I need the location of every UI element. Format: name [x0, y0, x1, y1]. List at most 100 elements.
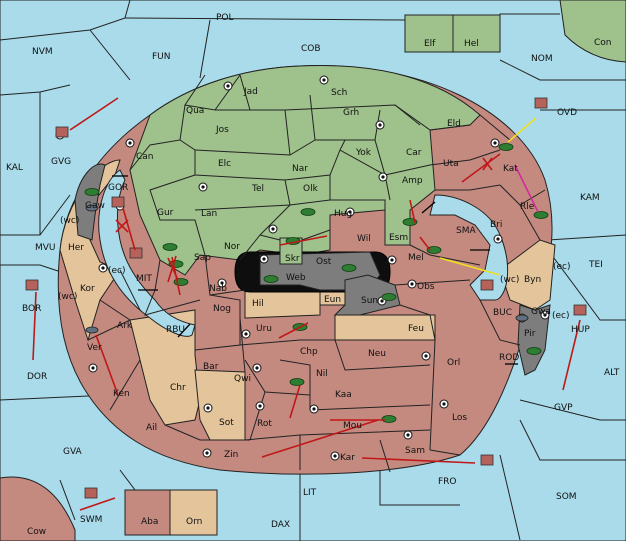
svg-text:Bar: Bar	[203, 362, 219, 372]
svg-text:Orn: Orn	[186, 517, 202, 527]
svg-text:Neu: Neu	[368, 349, 386, 359]
region-Cow[interactable]	[0, 476, 76, 541]
svg-text:FRO: FRO	[438, 477, 457, 487]
svg-text:Gur: Gur	[157, 208, 174, 218]
region-labels: POL COB NVM FUN NOM Con Elf Hel OVD KAL …	[6, 13, 620, 537]
svg-text:Elc: Elc	[218, 159, 231, 169]
units	[25, 97, 587, 499]
region-Hel[interactable]	[452, 14, 501, 53]
region-Pir[interactable]	[517, 304, 551, 376]
svg-text:Olk: Olk	[303, 184, 319, 194]
svg-text:Ken: Ken	[113, 389, 130, 399]
svg-text:Aba: Aba	[141, 517, 158, 527]
svg-text:SWM: SWM	[80, 515, 102, 525]
svg-text:Con: Con	[594, 38, 612, 48]
svg-text:ALT: ALT	[604, 368, 620, 378]
svg-text:Nog: Nog	[213, 304, 231, 314]
svg-text:Nil: Nil	[316, 369, 328, 379]
svg-text:GOR: GOR	[108, 183, 128, 193]
svg-text:COB: COB	[301, 44, 321, 54]
svg-text:Mel: Mel	[408, 253, 424, 263]
svg-text:GVA: GVA	[63, 447, 83, 457]
svg-text:Esm: Esm	[389, 233, 408, 243]
svg-text:Ver: Ver	[87, 343, 102, 353]
svg-text:POL: POL	[216, 13, 234, 23]
sea-SMA[interactable]	[429, 194, 509, 301]
svg-text:Gaw: Gaw	[85, 201, 105, 211]
region-Elf[interactable]	[404, 14, 454, 53]
svg-text:NVM: NVM	[32, 47, 53, 57]
svg-text:Ail: Ail	[146, 423, 157, 433]
svg-text:Kaa: Kaa	[335, 390, 352, 400]
svg-text:MIT: MIT	[136, 274, 152, 284]
internal-borders	[87, 74, 546, 473]
svg-text:DAX: DAX	[271, 520, 290, 530]
svg-text:Rot: Rot	[257, 419, 272, 429]
svg-text:(ec): (ec)	[552, 311, 570, 321]
svg-text:(ec): (ec)	[108, 266, 126, 276]
region-Orn[interactable]	[169, 489, 218, 536]
svg-text:ROD: ROD	[499, 353, 519, 363]
svg-text:Chr: Chr	[170, 383, 186, 393]
svg-text:Uru: Uru	[256, 324, 272, 334]
svg-text:OVD: OVD	[557, 108, 577, 118]
svg-text:Hug: Hug	[334, 209, 352, 219]
svg-text:Eun: Eun	[324, 295, 341, 305]
svg-text:Feu: Feu	[408, 324, 424, 334]
region-Aba[interactable]	[124, 489, 171, 536]
svg-text:Nar: Nar	[292, 164, 308, 174]
svg-text:SOM: SOM	[556, 492, 577, 502]
svg-text:Tel: Tel	[251, 184, 264, 194]
svg-text:Skr: Skr	[285, 254, 300, 264]
svg-text:Sch: Sch	[331, 88, 347, 98]
svg-text:Nor: Nor	[224, 242, 240, 252]
svg-text:Byn: Byn	[524, 275, 541, 285]
svg-text:Amp: Amp	[402, 176, 423, 186]
region-Gaw[interactable]	[74, 163, 106, 241]
sea-MIT-RBU[interactable]	[98, 169, 196, 337]
svg-text:Jos: Jos	[215, 125, 229, 135]
svg-text:GVP: GVP	[554, 403, 573, 413]
svg-text:Sot: Sot	[219, 418, 234, 428]
svg-text:Can: Can	[136, 152, 154, 162]
svg-text:Gwa: Gwa	[531, 307, 551, 317]
svg-text:Los: Los	[452, 413, 467, 423]
svg-text:Car: Car	[406, 148, 422, 158]
svg-text:Qua: Qua	[186, 106, 204, 116]
adjacency-arrows	[112, 175, 518, 365]
svg-text:Qwi: Qwi	[234, 374, 251, 384]
svg-text:Ost: Ost	[316, 257, 332, 267]
svg-text:Orl: Orl	[447, 358, 460, 368]
svg-text:Ark: Ark	[117, 321, 133, 331]
svg-text:Cow: Cow	[27, 527, 46, 537]
svg-text:Rle: Rle	[520, 202, 535, 212]
svg-text:(wc): (wc)	[500, 275, 519, 285]
svg-text:Uta: Uta	[443, 159, 459, 169]
svg-text:Pir: Pir	[524, 329, 536, 339]
svg-text:Jad: Jad	[243, 87, 258, 97]
svg-text:Mou: Mou	[343, 421, 362, 431]
svg-text:Lan: Lan	[201, 209, 217, 219]
order-arrows	[32, 97, 581, 511]
svg-text:Hil: Hil	[252, 299, 264, 309]
svg-text:KAL: KAL	[6, 163, 23, 173]
svg-text:Zin: Zin	[224, 450, 238, 460]
svg-text:MVU: MVU	[35, 243, 56, 253]
svg-text:(wc): (wc)	[58, 292, 77, 302]
svg-text:Obs: Obs	[417, 282, 435, 292]
svg-text:Nab: Nab	[209, 284, 227, 294]
svg-text:Her: Her	[68, 243, 84, 253]
svg-text:Bri: Bri	[490, 220, 502, 230]
svg-text:Yok: Yok	[355, 148, 372, 158]
svg-text:Kat: Kat	[503, 164, 518, 174]
svg-text:BUC: BUC	[493, 308, 512, 318]
svg-text:NOM: NOM	[531, 54, 553, 64]
svg-text:Eld: Eld	[447, 119, 461, 129]
svg-text:TEI: TEI	[588, 260, 603, 270]
svg-text:(wc): (wc)	[60, 216, 79, 226]
svg-text:LIT: LIT	[303, 488, 317, 498]
svg-text:HUP: HUP	[571, 325, 590, 335]
